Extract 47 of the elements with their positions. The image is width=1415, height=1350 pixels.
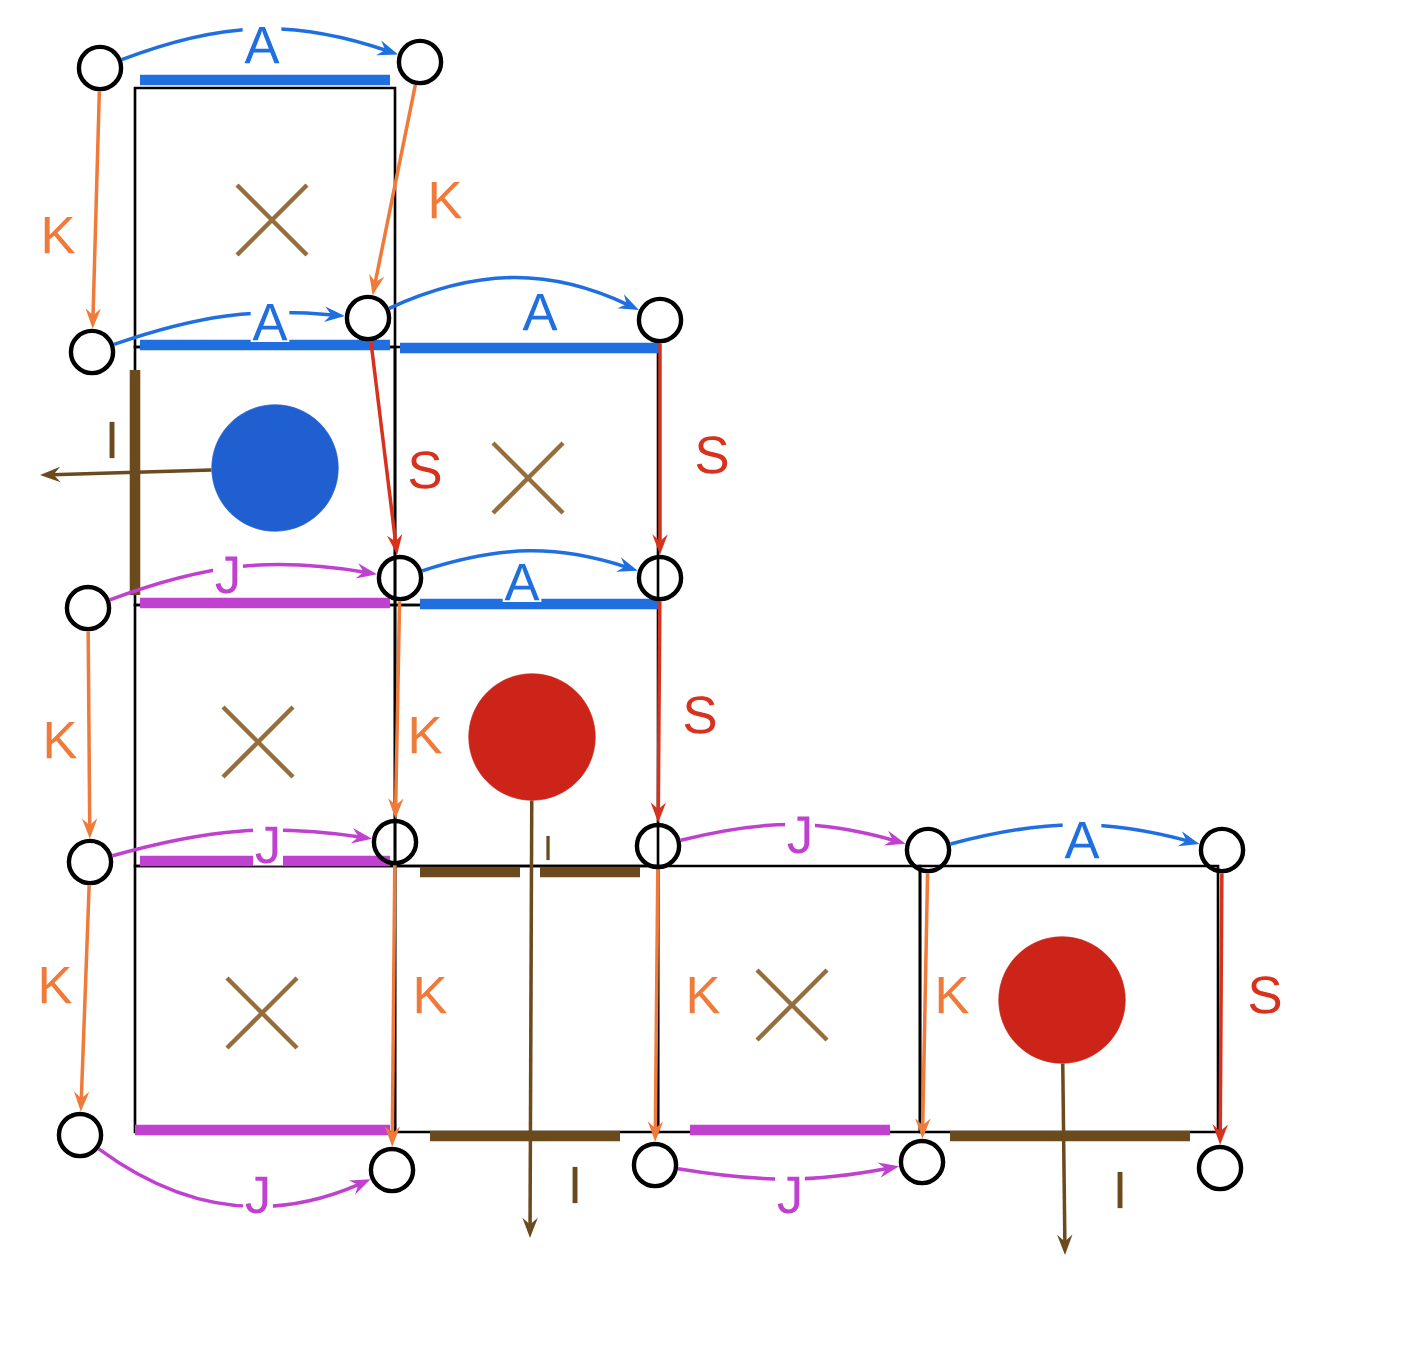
dot-marker xyxy=(211,404,339,532)
vertex-circle xyxy=(376,554,424,602)
edge-label: K xyxy=(38,215,78,255)
dot-marker xyxy=(998,936,1126,1064)
dot-marker xyxy=(468,673,596,801)
vertex-circle xyxy=(66,838,114,886)
edge-label: I xyxy=(565,1165,585,1205)
edge-label: A xyxy=(1062,820,1102,860)
vertex-circle xyxy=(1196,1144,1244,1192)
edge-label: A xyxy=(250,302,290,342)
edge-label: I xyxy=(102,420,122,460)
vertex-circle xyxy=(631,1141,679,1189)
vertex-circle xyxy=(68,328,116,376)
letter-label: I xyxy=(546,835,550,861)
edge-label: J xyxy=(243,1174,273,1216)
edge-label: A xyxy=(502,562,542,602)
vertex-circle xyxy=(76,44,124,92)
edge-label: S xyxy=(692,434,732,476)
edge-label: K xyxy=(410,975,450,1015)
edge-label: K xyxy=(405,715,445,755)
edge-label: K xyxy=(932,975,972,1015)
edge-label: J xyxy=(253,824,283,866)
edge-label: I xyxy=(1110,1170,1130,1210)
edge-label: K xyxy=(35,965,75,1005)
vertex-circle xyxy=(1198,826,1246,874)
edge-label: A xyxy=(242,25,282,65)
vertex-circle xyxy=(368,1146,416,1194)
edge-label: J xyxy=(213,554,243,596)
vertex-circle xyxy=(634,822,682,870)
vertex-circle xyxy=(344,294,392,342)
edge-label: J xyxy=(785,814,815,856)
vertex-circle xyxy=(371,818,419,866)
vertex-circle xyxy=(636,296,684,344)
edge-label: K xyxy=(425,180,465,220)
edge-label: A xyxy=(520,292,560,332)
vertex-circle xyxy=(904,826,952,874)
vertex-circle xyxy=(396,38,444,86)
vertex-circle xyxy=(56,1111,104,1159)
edge-label: S xyxy=(1245,974,1285,1016)
vertex-circle xyxy=(636,554,684,602)
edge-label: J xyxy=(775,1174,805,1216)
vertex-circle xyxy=(898,1138,946,1186)
edge-label: S xyxy=(405,449,445,491)
edge-label: K xyxy=(683,975,723,1015)
edge-label: K xyxy=(40,720,80,760)
vertex-circle xyxy=(64,584,112,632)
edge-label: S xyxy=(680,694,720,736)
